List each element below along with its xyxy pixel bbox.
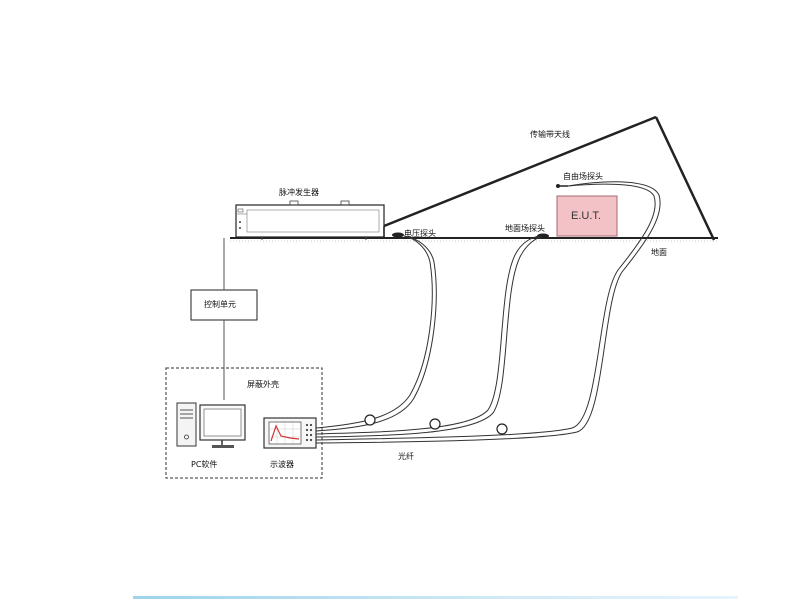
oscilloscope-label: 示波器 [270, 460, 294, 469]
pc-software-label: PC软件 [191, 460, 218, 469]
free-field-probe-icon [556, 184, 568, 188]
fiber-label: 光纤 [398, 452, 414, 461]
shielded-enclosure-label: 屏蔽外壳 [247, 380, 279, 389]
eut-box [556, 195, 618, 237]
control-unit-label: 控制单元 [204, 300, 236, 309]
pulse-generator [235, 200, 385, 240]
oscilloscope-icon [263, 417, 317, 449]
ground-plane-label: 地面 [651, 248, 667, 257]
voltage-probe-icon [392, 232, 404, 238]
pulse-generator-label: 脉冲发生器 [279, 188, 319, 197]
fiber-loop-icons [364, 414, 508, 435]
shielded-enclosure-box [165, 367, 323, 479]
ground-plane [230, 237, 718, 242]
stripline-antenna [383, 115, 716, 241]
eut-label: E.U.T. [571, 210, 601, 222]
pc-monitor-icon [199, 404, 246, 448]
voltage-probe-label: 电压探头 [404, 229, 436, 238]
antenna-label: 传输带天线 [530, 130, 570, 139]
free-field-probe-label: 自由场探头 [563, 172, 603, 181]
control-unit-box [190, 289, 258, 321]
bottom-accent-bar [133, 596, 738, 599]
ground-field-probe-label: 地面场探头 [505, 224, 545, 233]
pc-tower-icon [176, 402, 197, 447]
